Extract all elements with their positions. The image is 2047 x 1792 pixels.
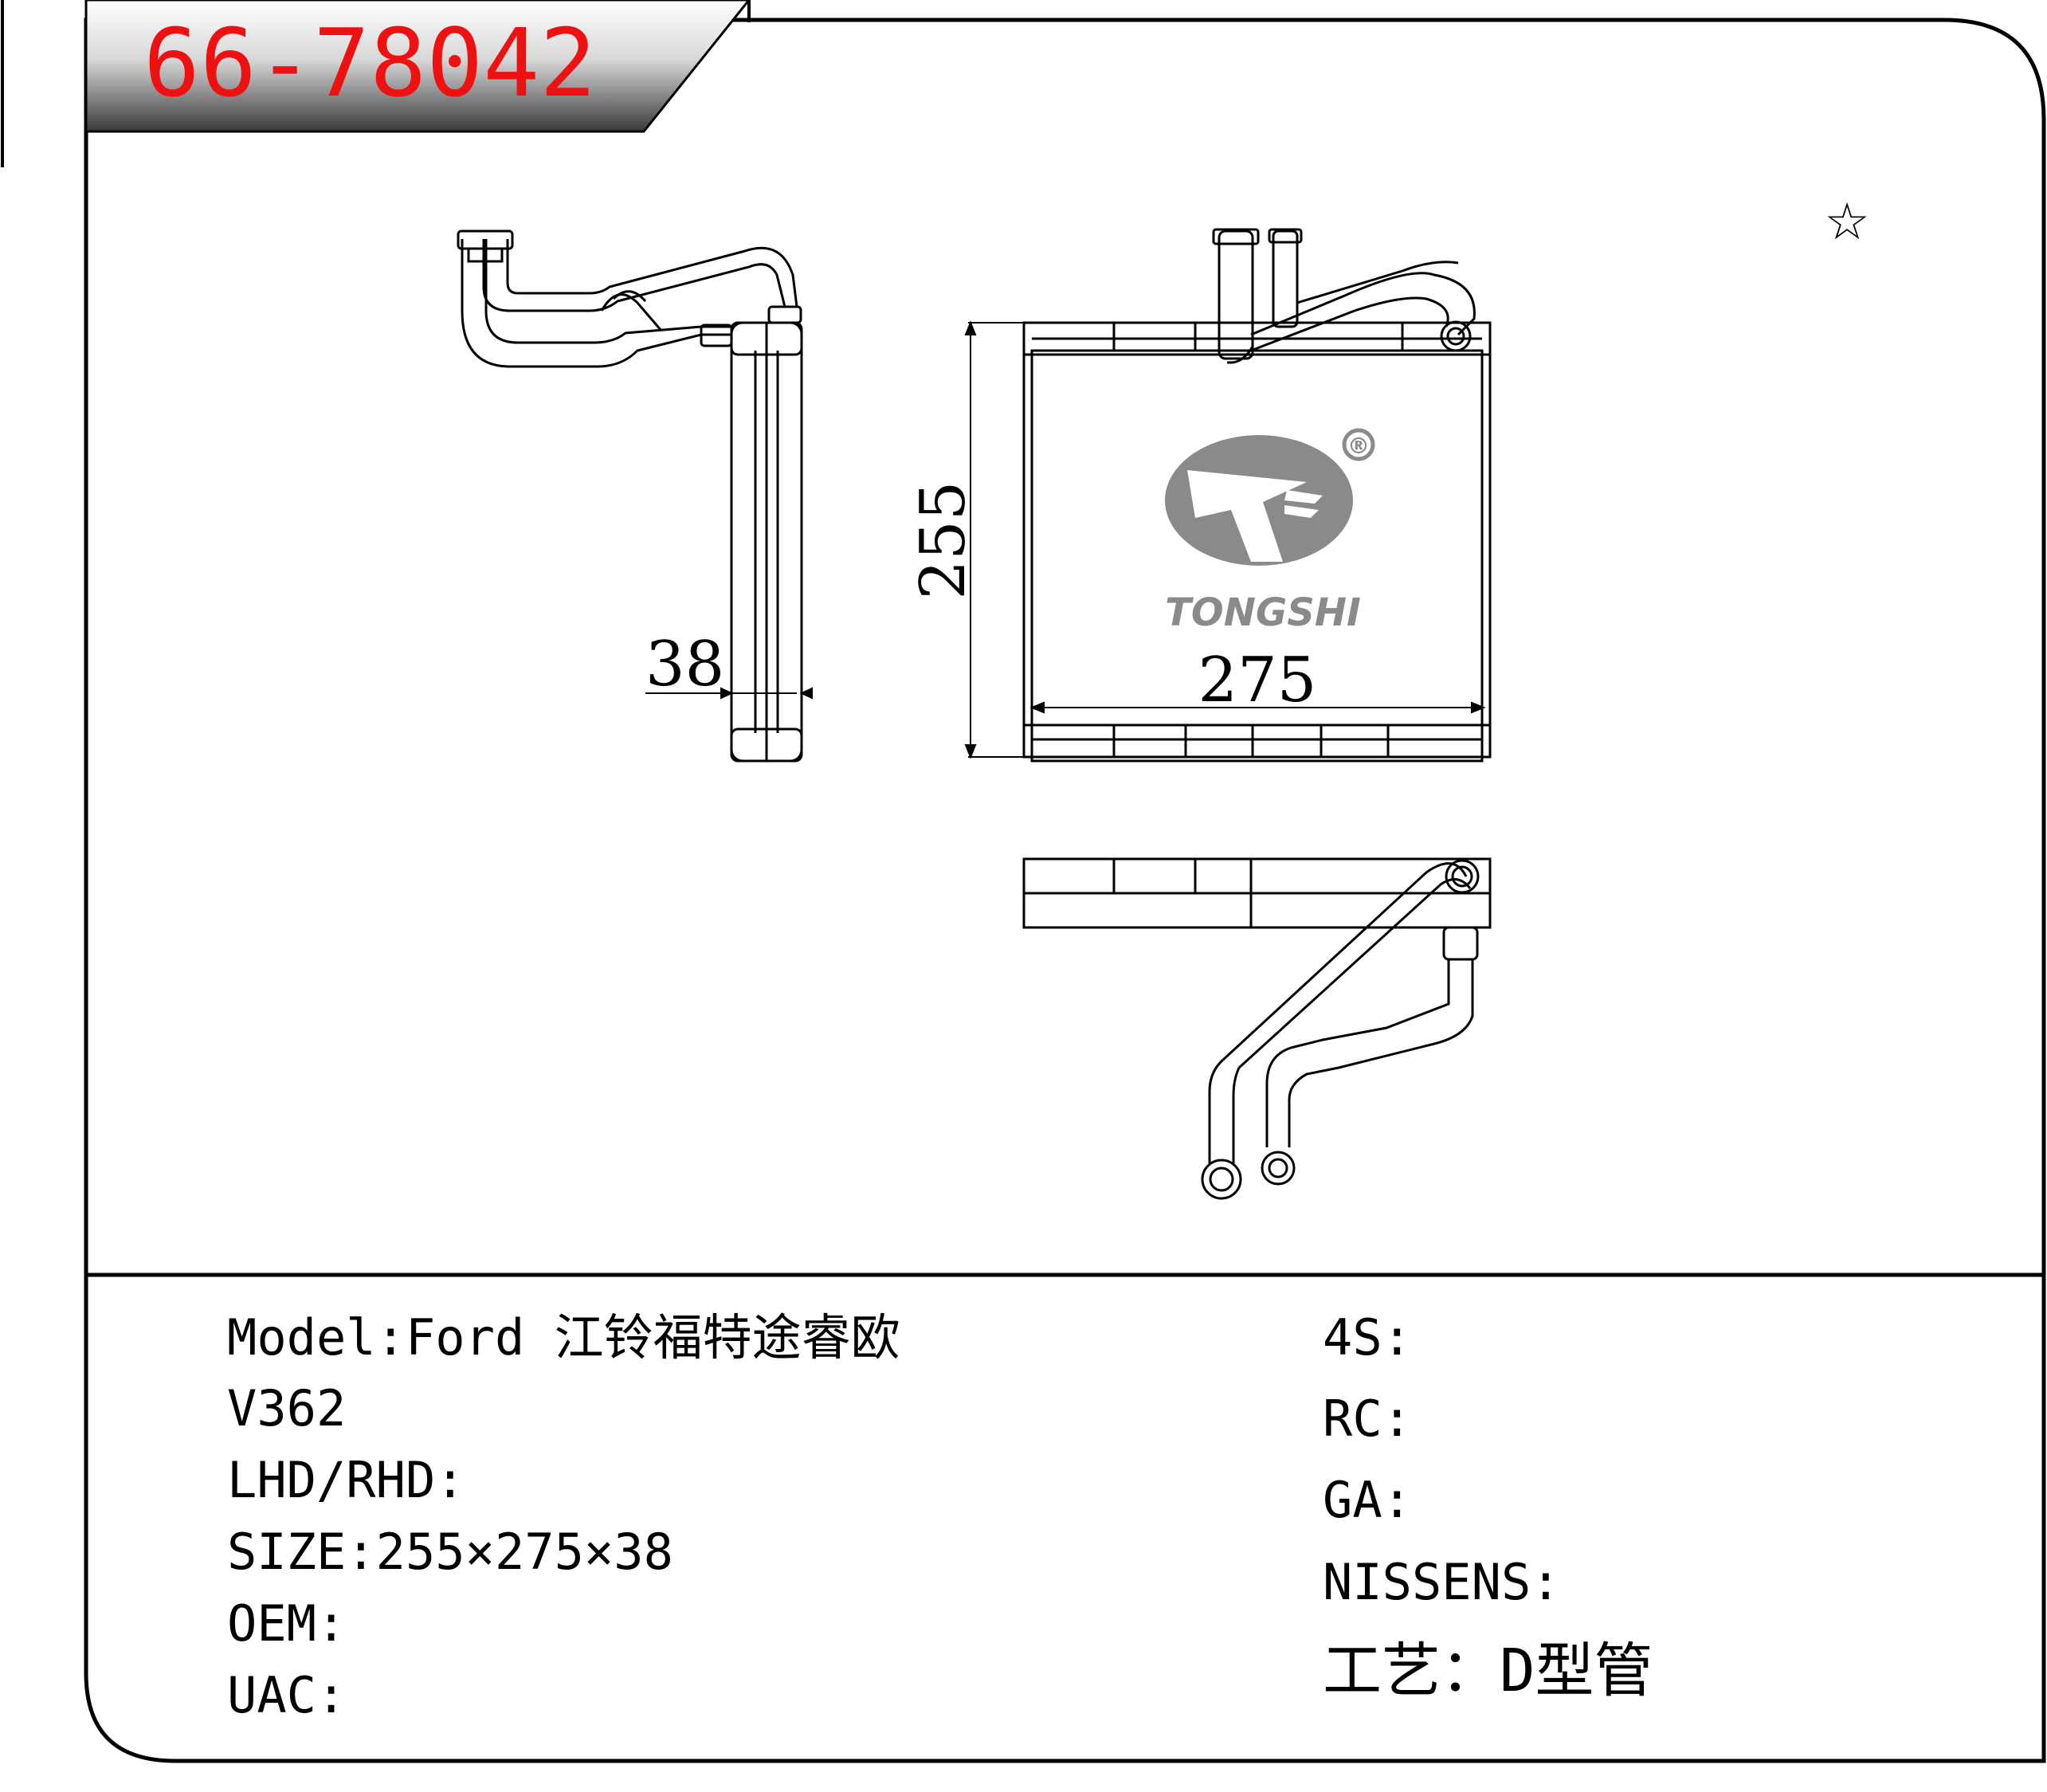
star-icon: ☆ <box>1824 193 1869 252</box>
depth-label: 38 <box>645 629 724 700</box>
spec-size: SIZE:255×275×38 <box>227 1523 673 1581</box>
registered-mark: ® <box>1347 433 1370 459</box>
spec-ga: GA: <box>1323 1471 1412 1529</box>
spec-lhd-rhd: LHD/RHD: <box>227 1451 465 1509</box>
part-number-banner: 66-78042 <box>84 0 751 133</box>
spec-model-cont: V362 <box>227 1379 347 1437</box>
width-label: 275 <box>1198 645 1317 716</box>
depth-dimension: 38 <box>645 629 813 700</box>
spec-4s: 4S: <box>1323 1308 1412 1367</box>
height-dimension: 255 <box>908 320 1024 759</box>
spec-model: Model:Ford 江铃福特途睿欧 <box>227 1308 900 1367</box>
frame-border <box>84 18 2046 1763</box>
spec-oem: OEM: <box>227 1594 347 1653</box>
brand-name: TONGSHI <box>1165 590 1361 635</box>
side-view <box>457 229 803 763</box>
spec-nissens: NISSENS: <box>1323 1553 1561 1611</box>
width-dimension: 275 <box>1029 645 1486 716</box>
spec-uac: UAC: <box>227 1666 347 1724</box>
height-label: 255 <box>908 481 979 600</box>
part-number: 66-78042 <box>143 8 596 118</box>
tongshi-logo: ® TONGSHI <box>1165 428 1375 635</box>
top-view <box>1022 857 1492 1200</box>
spec-process: 工艺：D型管 <box>1323 1637 1653 1705</box>
spec-rc: RC: <box>1323 1390 1412 1448</box>
